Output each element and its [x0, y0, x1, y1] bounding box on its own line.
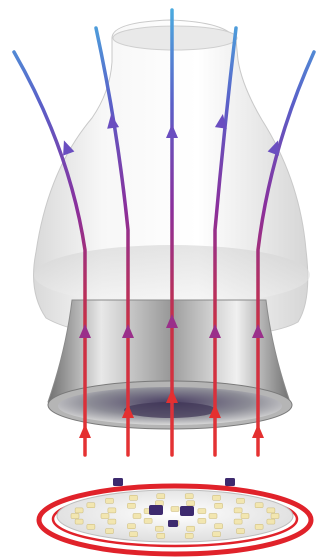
led-chip	[71, 514, 79, 519]
led-chip	[155, 526, 163, 531]
led-chip	[75, 519, 83, 524]
led-chip	[130, 532, 138, 537]
led-chip	[144, 518, 152, 523]
led-chip	[198, 509, 206, 514]
led-chip	[237, 529, 245, 534]
led-chip	[237, 498, 245, 503]
led-chip	[130, 495, 138, 500]
led-chip	[209, 514, 217, 519]
led-chip	[101, 514, 109, 519]
led-chip	[87, 524, 95, 529]
led-chip	[215, 503, 223, 508]
connector-tab	[225, 478, 235, 486]
board-plate	[57, 490, 293, 542]
led-chip	[267, 519, 275, 524]
led-chip	[106, 529, 114, 534]
led-chip	[87, 503, 95, 508]
led-chip	[108, 508, 116, 513]
led-chip	[187, 526, 195, 531]
led-chip	[234, 508, 242, 513]
led-chip	[234, 519, 242, 524]
led-chip	[267, 508, 275, 513]
led-chip	[213, 495, 221, 500]
led-chip	[157, 494, 165, 499]
led-chip	[133, 514, 141, 519]
led-chip	[213, 532, 221, 537]
led-chip	[106, 498, 114, 503]
led-chip	[255, 503, 263, 508]
led-chip	[127, 503, 135, 508]
airflow-arrowhead	[252, 424, 264, 438]
led-chip	[255, 524, 263, 529]
driver-chip	[149, 505, 163, 515]
led-chip	[185, 533, 193, 538]
led-chip	[108, 519, 116, 524]
led-chip	[215, 524, 223, 529]
led-chip	[171, 507, 179, 512]
driver-chip	[180, 506, 194, 516]
led-chip	[187, 501, 195, 506]
led-chip	[241, 514, 249, 519]
led-chip	[185, 494, 193, 499]
led-board	[39, 478, 311, 554]
led-chip	[127, 524, 135, 529]
connector-tab	[113, 478, 123, 486]
led-chip	[198, 518, 206, 523]
led-chip	[157, 533, 165, 538]
driver-chip	[168, 520, 178, 527]
led-chip	[271, 514, 279, 519]
led-chip	[75, 508, 83, 513]
airflow-arrowhead	[79, 424, 91, 438]
